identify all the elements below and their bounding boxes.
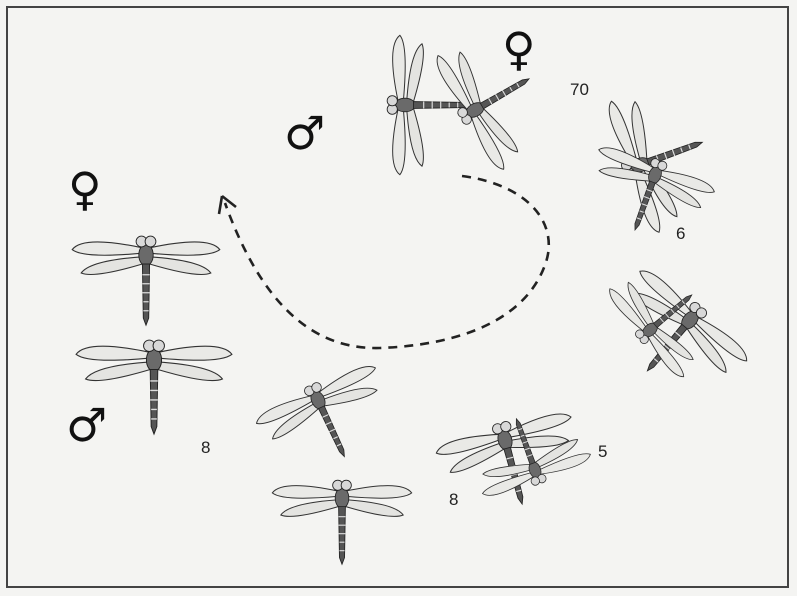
bottom-tandem-lower [272,480,411,564]
male-symbol-left: ♂ [66,402,107,448]
flight-path-arrow [225,176,549,348]
label-bottom-center: 8 [449,490,458,510]
female-symbol-left: ♀ [68,166,102,212]
wheel-pair-upper-right-2 [577,139,718,251]
male-symbol-top: ♂ [284,110,325,156]
wheel-pair-right [594,262,755,416]
label-left-pair: 8 [201,438,210,458]
arrow-head [219,196,236,214]
label-right-upper: 6 [676,224,685,244]
female-symbol-top: ♀ [502,26,536,72]
label-top-pair: 70 [570,80,589,100]
left-female-dragonfly [72,236,220,325]
wheel-pair-right-2 [602,251,729,383]
top-tandem-female [428,22,562,175]
bottom-tandem-upper [251,357,403,484]
label-right-lower: 5 [598,442,607,462]
